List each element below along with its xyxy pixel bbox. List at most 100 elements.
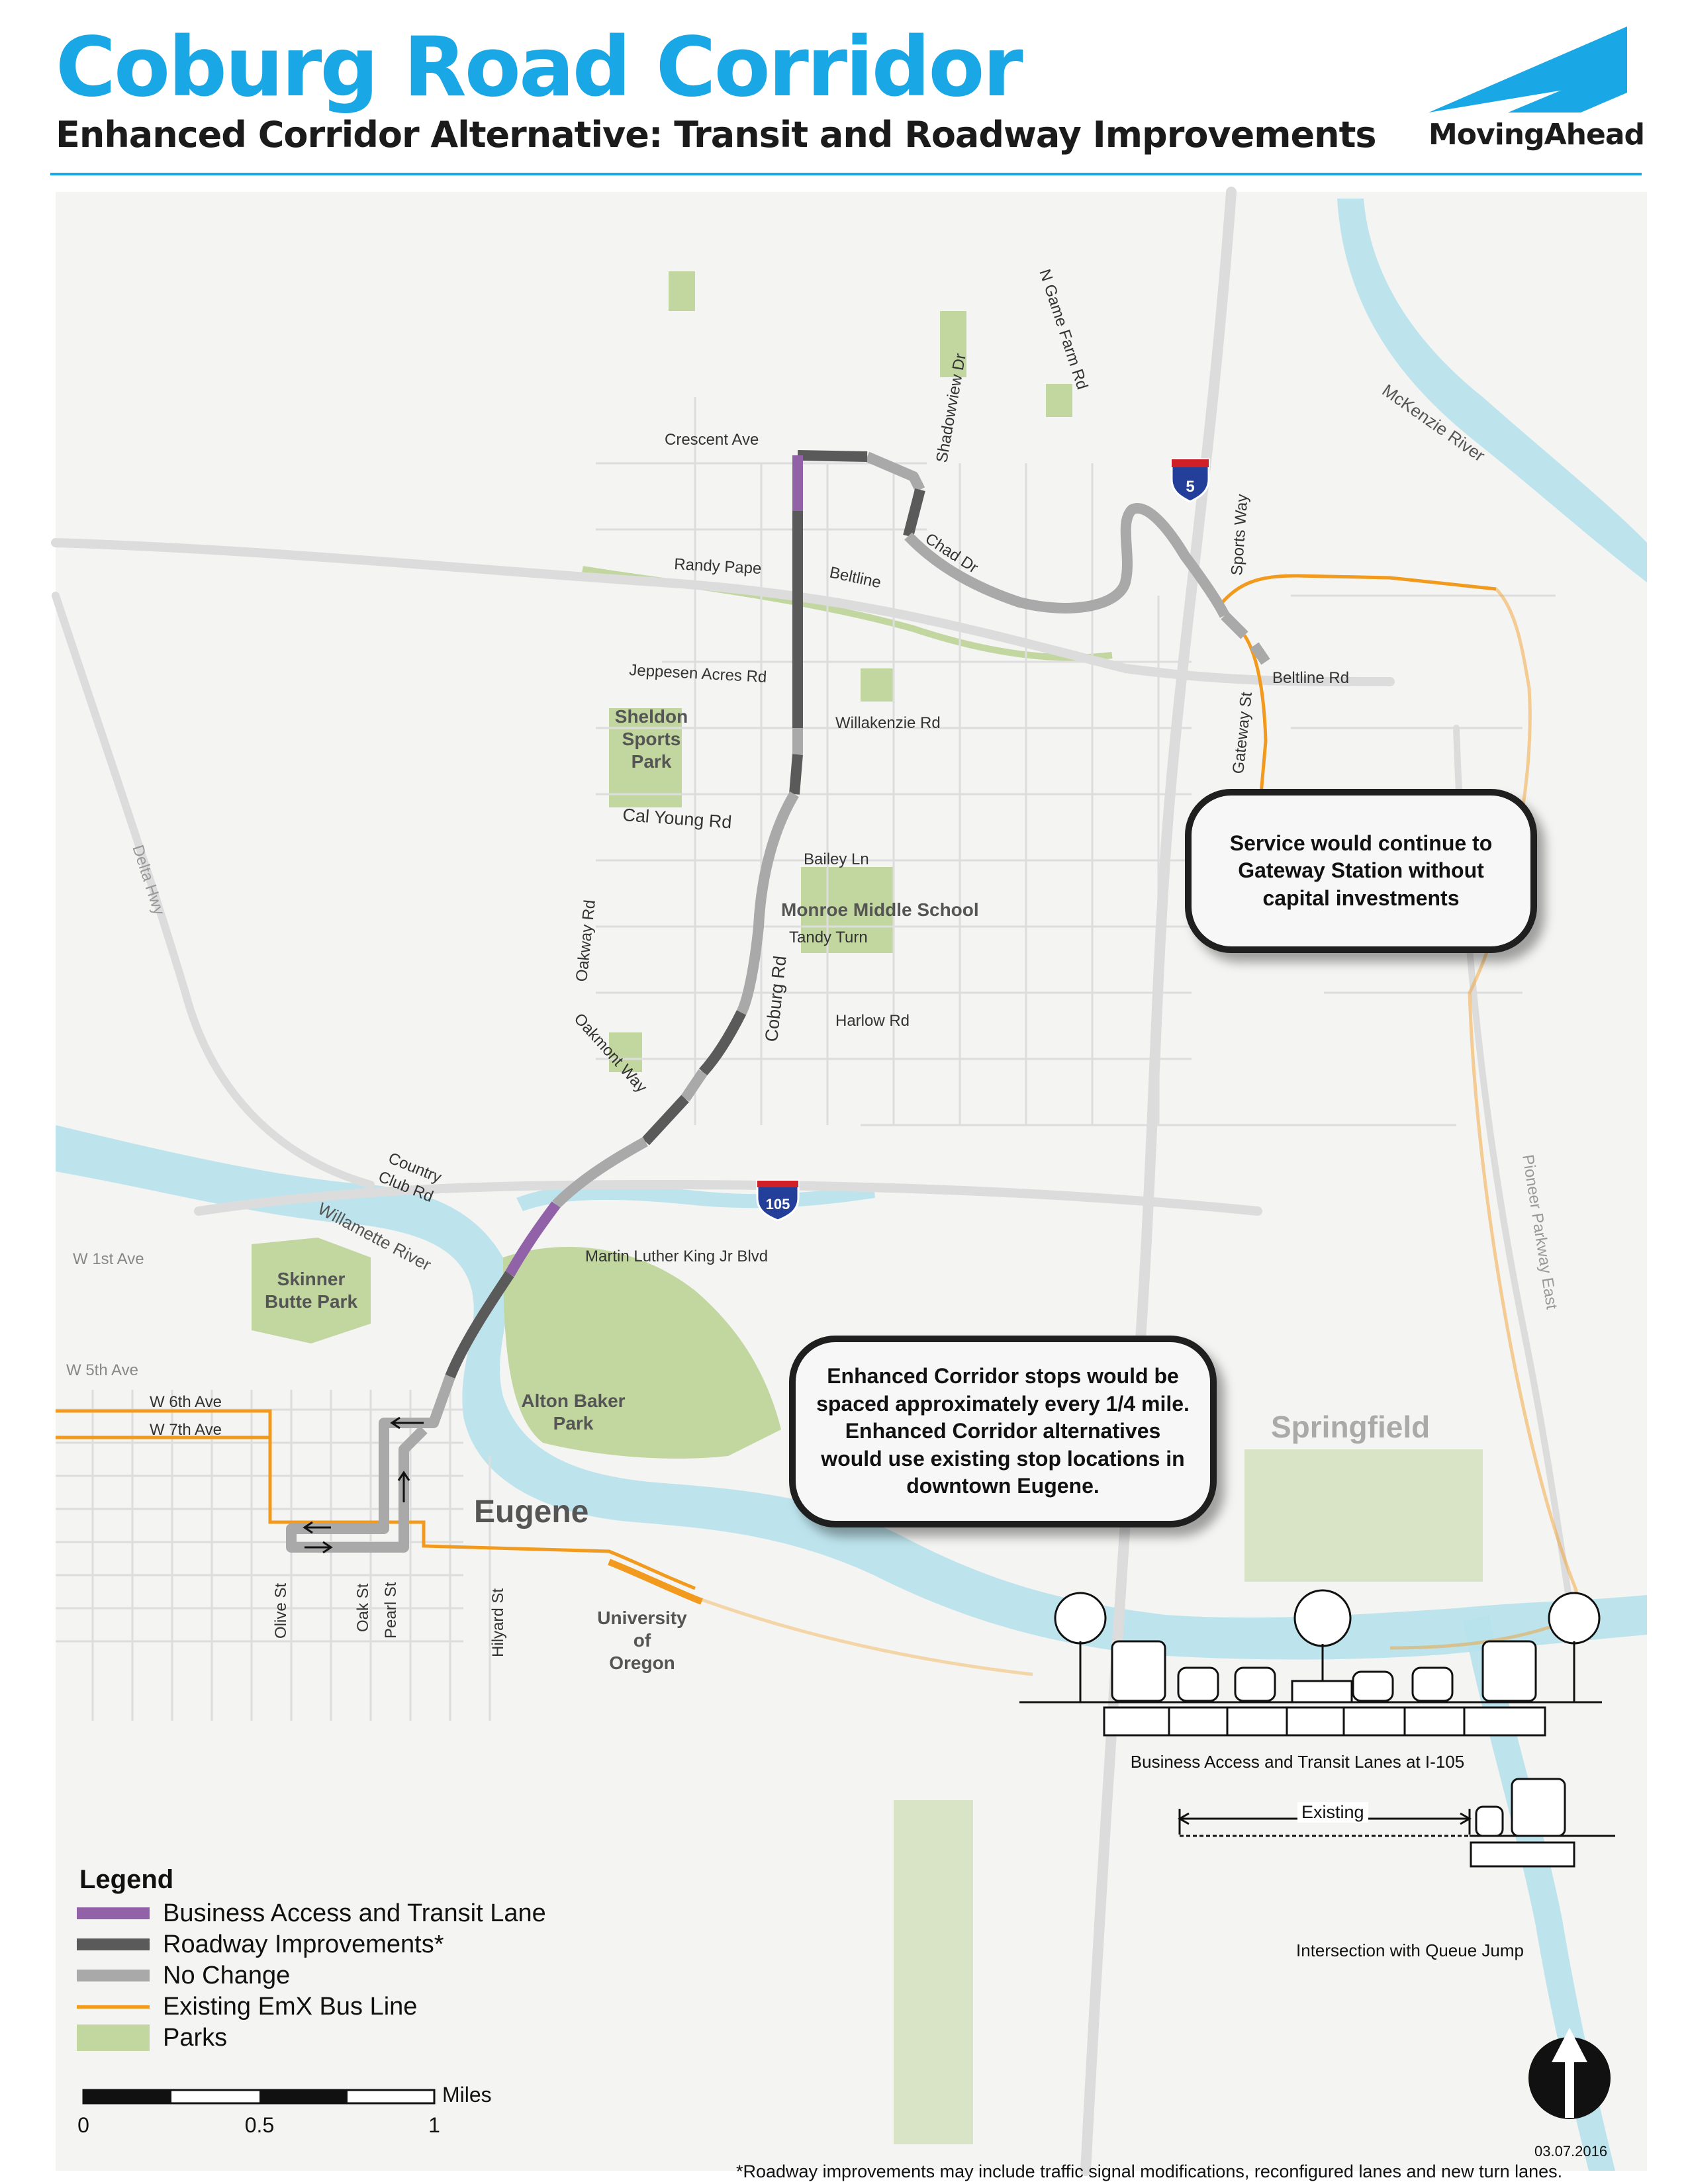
existing-label: Existing <box>1297 1802 1368 1823</box>
label-bailey-ln: Bailey Ln <box>804 850 869 868</box>
map-date: 03.07.2016 <box>1534 2143 1608 2160</box>
logo-text: MovingAhead <box>1429 118 1645 152</box>
legend-item: Parks <box>77 2023 227 2053</box>
skinner-butte-park-area <box>252 1238 371 1343</box>
label-hilyard-st: Hilyard St <box>489 1588 507 1657</box>
i105-shield-label: 105 <box>766 1196 790 1212</box>
label-beltline-rd: Beltline Rd <box>1272 669 1349 687</box>
i105-shield-icon: 105 <box>756 1179 800 1222</box>
emx-gateway-st <box>1243 634 1268 795</box>
arrow-east-10th <box>305 1541 333 1554</box>
legend-label: Roadway Improvements* <box>163 1930 444 1958</box>
legend-label: Parks <box>163 2023 228 2052</box>
label-oak-st: Oak St <box>354 1583 372 1632</box>
no-change-chad-dr <box>904 503 1230 618</box>
legend-label: No Change <box>163 1961 291 1989</box>
delta-hwy-road <box>52 592 375 1189</box>
legend-swatch-roadway-improvements <box>77 1938 150 1950</box>
scale-unit: Miles <box>442 2083 492 2107</box>
label-mlk-blvd: Martin Luther King Jr Blvd <box>585 1248 768 1265</box>
scale-tick-0: 0 <box>77 2113 89 2137</box>
roadway-improvement-coburg-2 <box>789 754 803 795</box>
legend-swatch-no-change <box>77 1970 150 1981</box>
no-change-ferry-st <box>552 1137 648 1208</box>
place-labels: Sheldon Sports Park Monroe Middle School… <box>265 706 1430 1673</box>
label-sheldon-3: Park <box>632 751 672 772</box>
label-harlow-rd: Harlow Rd <box>835 1012 910 1030</box>
sheldon-sports-park-area <box>609 708 682 807</box>
legend-swatch-bat-lane <box>77 1907 150 1919</box>
scale-tick-1: 1 <box>428 2113 440 2137</box>
legend-item: Existing EmX Bus Line <box>77 1991 417 2022</box>
legend: Legend Business Access and Transit Lane … <box>77 1865 673 2064</box>
label-springfield: Springfield <box>1271 1410 1430 1444</box>
i105-highway <box>194 1179 1262 1216</box>
emx-gateway-solid <box>1215 574 1497 610</box>
label-pearl-st: Pearl St <box>382 1582 400 1639</box>
park-small-3 <box>609 1032 642 1072</box>
car-icon <box>1234 1666 1276 1702</box>
label-olive-st: Olive St <box>272 1583 290 1639</box>
park-small-6 <box>1244 1449 1483 1582</box>
emx-franklin-thick <box>608 1559 703 1605</box>
header-divider <box>50 173 1642 175</box>
label-crescent-ave: Crescent Ave <box>665 431 759 449</box>
no-change-coburg-5 <box>680 1069 708 1102</box>
i5-highway <box>1080 187 1237 2176</box>
label-skinner-1: Skinner <box>277 1269 346 1289</box>
scale-tick-half: 0.5 <box>245 2113 274 2137</box>
tree-icon <box>1054 1592 1107 1702</box>
i5-shield-label: 5 <box>1186 478 1194 496</box>
label-monroe: Monroe Middle School <box>781 899 979 920</box>
label-skinner-2: Butte Park <box>265 1291 357 1312</box>
moving-ahead-logo <box>1429 26 1627 113</box>
label-alton-1: Alton Baker <box>521 1390 625 1411</box>
monroe-school-area <box>801 867 894 953</box>
no-change-northeast <box>865 451 925 492</box>
label-sheldon-2: Sports <box>622 729 681 749</box>
legend-swatch-emx <box>77 2005 150 2009</box>
label-uo-3: Oregon <box>609 1653 675 1673</box>
willamette-river <box>56 1125 1647 1660</box>
label-tandy-turn: Tandy Turn <box>789 929 868 946</box>
roadway-improvement-coburg-6 <box>641 1095 689 1146</box>
car-icon <box>1177 1666 1219 1702</box>
car-icon <box>1475 1805 1504 1837</box>
bus-icon <box>1511 1778 1566 1837</box>
label-w-5th-ave: W 5th Ave <box>66 1361 138 1379</box>
legend-swatch-parks <box>77 2025 150 2051</box>
no-change-gateway-stops <box>1221 612 1270 665</box>
parks <box>252 271 1483 2144</box>
label-w-6th-ave: W 6th Ave <box>150 1393 222 1411</box>
car-icon <box>1411 1666 1454 1702</box>
bus-icon <box>1111 1640 1166 1702</box>
roadway-improvement-coburg-4 <box>699 1010 747 1076</box>
park-small-4 <box>669 271 695 311</box>
river-east-branch <box>1463 1615 1615 2171</box>
mckenzie-river <box>1337 199 1647 582</box>
page-header: Coburg Road Corridor Enhanced Corridor A… <box>0 0 1688 179</box>
park-small-5 <box>1046 384 1072 417</box>
legend-title: Legend <box>79 1865 174 1894</box>
car-icon <box>1352 1670 1394 1702</box>
label-w-7th-ave: W 7th Ave <box>150 1421 222 1439</box>
park-small-1 <box>940 311 966 377</box>
label-uo-1: University <box>597 1608 687 1628</box>
arrow-north-pearl <box>397 1471 410 1502</box>
callout-gateway: Service would continue to Gateway Statio… <box>1185 789 1537 953</box>
label-alton-2: Park <box>553 1413 594 1433</box>
roadway-improvement-bridge <box>445 1271 514 1379</box>
page-subtitle: Enhanced Corridor Alternative: Transit a… <box>56 114 1377 156</box>
legend-label: Business Access and Transit Lane <box>163 1899 546 1927</box>
park-small-7 <box>894 1800 973 2144</box>
queue-jump-cross-section <box>1177 1778 1615 1868</box>
legend-item: Business Access and Transit Lane <box>77 1898 546 1929</box>
emx-downtown-segment <box>56 1409 696 1590</box>
alton-baker-park-area <box>503 1247 781 1459</box>
i5-shield-icon: 5 <box>1170 458 1210 503</box>
queue-jump-cross-section-label: Intersection with Queue Jump <box>1296 1940 1524 1960</box>
no-change-coburg-3 <box>736 791 799 1015</box>
roadway-improvement-chad-1 <box>903 488 925 537</box>
legend-item: No Change <box>77 1960 290 1991</box>
footnote: *Roadway improvements may include traffi… <box>736 2161 1563 2181</box>
